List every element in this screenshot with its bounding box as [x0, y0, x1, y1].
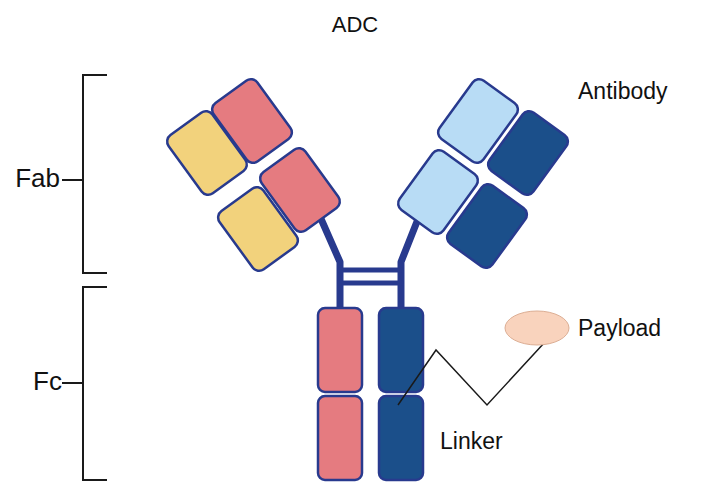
fc-domain [318, 308, 362, 392]
payload-label: Payload [578, 313, 661, 343]
fc-bracket [83, 287, 107, 480]
payload-node: Payload [503, 308, 703, 348]
fab-tick [62, 179, 83, 181]
heavy-chain-domain [209, 76, 295, 166]
left-heavy-chain-link [318, 212, 340, 312]
part-label: Linker [440, 426, 540, 456]
light-chain-domain [444, 181, 530, 271]
part-label: Antibody [578, 76, 703, 106]
hinge [318, 212, 420, 312]
right-heavy-chain-link [401, 214, 420, 312]
light-chain-domain [485, 108, 571, 198]
fc-domain [379, 396, 423, 480]
fc-domain [318, 396, 362, 480]
fab-domains [164, 76, 571, 274]
disulfide-bond [340, 268, 401, 273]
linker-line [398, 342, 545, 405]
part-label: Fc [0, 366, 62, 396]
fc-domains [318, 308, 423, 480]
heavy-chain-domain [257, 145, 343, 235]
diagram-title: ADC [305, 10, 405, 40]
fc-tick [62, 382, 83, 384]
brackets [62, 75, 107, 480]
payload-ellipse [505, 311, 569, 345]
part-label: Fab [0, 163, 60, 193]
disulfide-bond [340, 281, 401, 286]
fab-bracket [83, 75, 107, 273]
